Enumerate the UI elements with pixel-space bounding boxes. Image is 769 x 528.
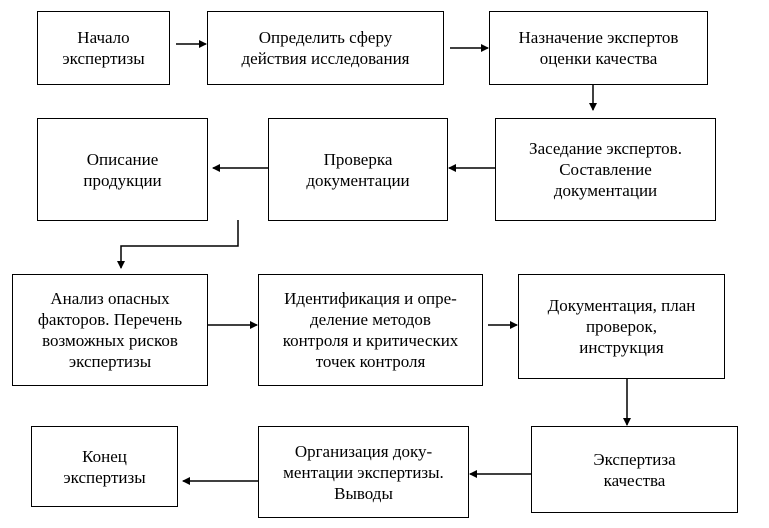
node-assign-label: Назначение экспертов оценки качества bbox=[518, 28, 679, 68]
node-hazard-label: Анализ опасных факторов. Перечень возмож… bbox=[37, 289, 183, 371]
node-quality-label: Экспертиза качества bbox=[593, 449, 676, 490]
node-quality: Экспертиза качества bbox=[531, 426, 738, 513]
node-meeting-label: Заседание экспертов. Составление докумен… bbox=[529, 139, 682, 200]
node-identify: Идентификация и опре- деление методов ко… bbox=[258, 274, 483, 386]
node-docs-plan-label: Документация, план проверок, инструкция bbox=[547, 296, 696, 357]
node-product-desc-label: Описание продукции bbox=[83, 149, 162, 190]
node-hazard: Анализ опасных факторов. Перечень возмож… bbox=[12, 274, 208, 386]
arrow-check-docs-to-hazard bbox=[117, 220, 239, 269]
node-start-label: Начало экспертизы bbox=[62, 28, 145, 68]
node-assign: Назначение экспертов оценки качества bbox=[489, 11, 708, 85]
node-end-label: Конец экспертизы bbox=[63, 446, 146, 487]
node-check-docs-label: Проверка документации bbox=[306, 149, 410, 190]
node-start: Начало экспертизы bbox=[37, 11, 170, 85]
node-organize-label: Организация доку- ментации экспертизы. В… bbox=[283, 441, 444, 503]
node-organize: Организация доку- ментации экспертизы. В… bbox=[258, 426, 469, 518]
node-scope-label: Определить сферу действия исследования bbox=[241, 28, 410, 68]
node-docs-plan: Документация, план проверок, инструкция bbox=[518, 274, 725, 379]
node-check-docs: Проверка документации bbox=[268, 118, 448, 221]
node-scope: Определить сферу действия исследования bbox=[207, 11, 444, 85]
node-meeting: Заседание экспертов. Составление докумен… bbox=[495, 118, 716, 221]
node-end: Конец экспертизы bbox=[31, 426, 178, 507]
node-product-desc: Описание продукции bbox=[37, 118, 208, 221]
node-identify-label: Идентификация и опре- деление методов ко… bbox=[282, 289, 459, 371]
